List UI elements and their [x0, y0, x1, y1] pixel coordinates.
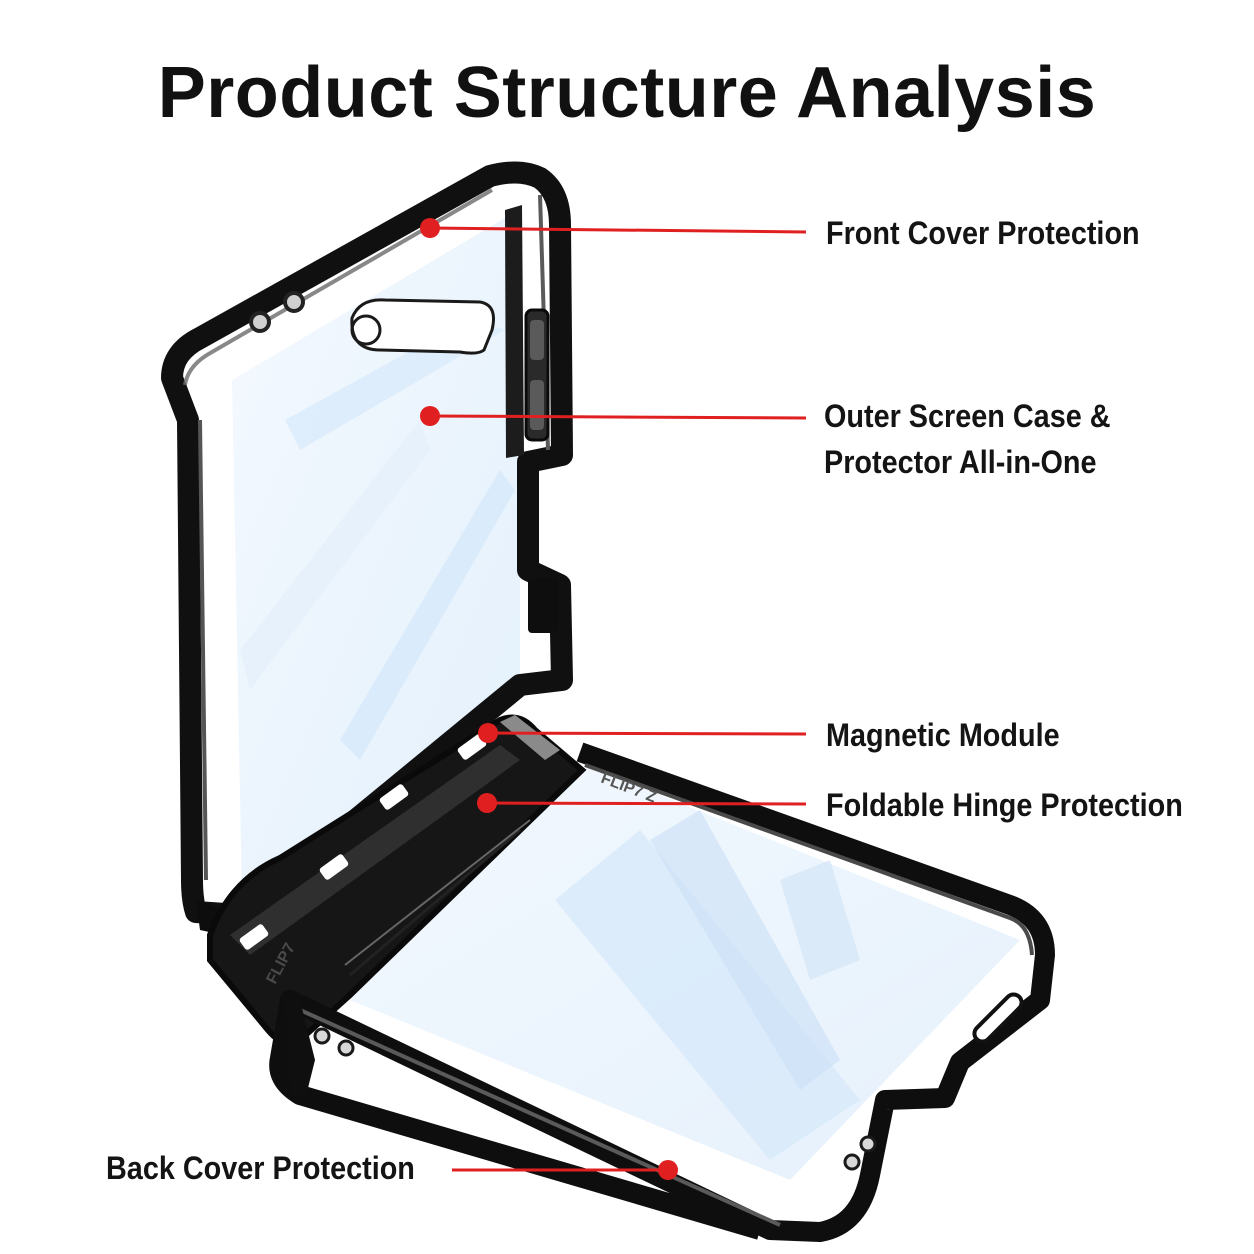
callout-leaders	[420, 218, 807, 1180]
magnet-slot	[457, 734, 487, 760]
marker-front-cover	[420, 218, 440, 238]
glass-reflection	[555, 830, 860, 1160]
magnet-slot	[319, 854, 349, 880]
mic-hole-icon	[283, 291, 305, 313]
charging-port-cutout	[972, 992, 1024, 1044]
glass-reflection	[340, 470, 515, 760]
label-back-cover: Back Cover Protection	[106, 1150, 415, 1186]
leader-outer-screen	[429, 414, 807, 420]
page-title: Product Structure Analysis	[157, 53, 1097, 133]
label-front-cover: Front Cover Protection	[826, 215, 1140, 251]
speaker-hole-icon	[337, 1039, 355, 1057]
marker-outer-screen	[420, 406, 440, 426]
label-outer-screen-line2: Protector All-in-One	[824, 444, 1097, 480]
glass-reflection	[780, 860, 860, 980]
corner-pillar	[285, 1000, 315, 1100]
magnet-slot	[239, 924, 269, 950]
back-cover-frame	[269, 742, 1055, 1242]
marker-magnetic-module	[478, 723, 498, 743]
marker-hinge	[477, 793, 497, 813]
magnet-slot	[379, 784, 409, 810]
hinge-notch	[528, 578, 558, 633]
marker-back-cover	[658, 1160, 678, 1180]
front-cover-case	[161, 161, 573, 940]
glass-reflection	[240, 420, 430, 690]
side-rail	[505, 205, 524, 458]
mic-hole-icon	[249, 311, 271, 333]
label-magnetic-module: Magnetic Module	[826, 717, 1060, 753]
speaker-hole-icon	[313, 1027, 331, 1045]
label-hinge: Foldable Hinge Protection	[826, 787, 1183, 823]
glass-reflection	[650, 810, 840, 1090]
speaker-hole-icon	[859, 1135, 877, 1153]
camera-cutout	[350, 298, 495, 355]
front-cover-frame	[161, 161, 573, 926]
label-outer-screen-line1: Outer Screen Case &	[824, 398, 1111, 434]
leader-hinge	[486, 801, 807, 806]
leader-magnetic-module	[487, 731, 807, 736]
leader-front-cover	[429, 226, 807, 234]
speaker-hole-icon	[843, 1153, 861, 1171]
outer-screen-glass	[232, 218, 520, 900]
camera-ring	[350, 314, 382, 346]
